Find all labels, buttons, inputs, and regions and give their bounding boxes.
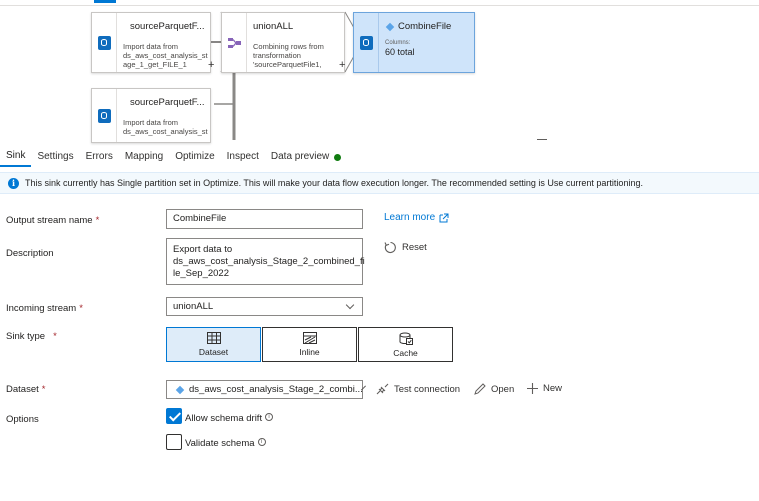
union-desc-line: Combining rows from [253, 42, 324, 51]
description-line: ds_aws_cost_analysis_Stage_2_combined_fi [173, 256, 365, 267]
dataset-icon [97, 108, 111, 123]
chevron-down-icon [345, 300, 355, 309]
panel-resize-handle[interactable] [537, 139, 547, 140]
tab-settings-label: Settings [37, 151, 74, 162]
node-sink-combinefile[interactable]: CombineFile Columns: 60 total [353, 12, 475, 73]
tab-mapping[interactable]: Mapping [119, 147, 169, 167]
sink-type-cache[interactable]: Cache [358, 327, 453, 362]
validate-schema-checkbox[interactable] [166, 434, 182, 450]
union-side [222, 13, 247, 72]
open-label: Open [491, 383, 515, 395]
description-line: le_Sep_2022 [173, 268, 229, 279]
dataset-value: ds_aws_cost_analysis_Stage_2_combi... [189, 384, 363, 395]
source-2-desc-line: Import data from [123, 118, 179, 127]
cache-icon [399, 332, 413, 345]
description-line: Export data to [173, 244, 233, 255]
table-icon [206, 332, 221, 344]
sink-columns-value: 60 total [385, 47, 415, 57]
dataset-icon [97, 35, 111, 50]
source-2-side [92, 89, 117, 142]
sink-type-dataset-label: Dataset [198, 347, 229, 357]
union-desc-line: 'sourceParquetFile1, [253, 60, 322, 69]
tab-settings[interactable]: Settings [31, 147, 79, 167]
source-2-desc-line: ds_aws_cost_analysis_st [123, 127, 208, 136]
canvas-top-divider [0, 0, 759, 6]
info-icon: i [8, 177, 19, 189]
sink-title: CombineFile [398, 21, 452, 32]
canvas-scroll-indicator [94, 0, 116, 3]
new-label: New [543, 383, 563, 394]
sink-type-inline-label: Inline [299, 347, 320, 357]
reset-button[interactable]: Reset [384, 241, 427, 254]
node-union-all[interactable]: unionALL Combining rows from transformat… [221, 12, 345, 73]
tab-errors-label: Errors [85, 151, 113, 162]
test-connection-button[interactable]: Test connection [376, 383, 460, 395]
source-1-side [92, 13, 117, 72]
add-transformation-plus[interactable]: + [208, 59, 215, 71]
learn-more-link[interactable]: Learn more [384, 212, 449, 223]
sink-side [354, 13, 379, 72]
info-message: This sink currently has Single partition… [25, 178, 643, 188]
sink-type-dataset[interactable]: Dataset [166, 327, 261, 362]
info-message-bar: i This sink currently has Single partiti… [0, 172, 759, 194]
description-textarea[interactable]: Export data to ds_aws_cost_analysis_Stag… [166, 238, 365, 285]
node-source-2[interactable]: sourceParquetF... Import data from ds_aw… [91, 88, 211, 143]
allow-schema-drift-checkbox[interactable] [166, 408, 182, 424]
status-dot [334, 153, 342, 161]
test-connection-label: Test connection [394, 383, 461, 395]
tab-data-preview[interactable]: Data preview [265, 147, 347, 167]
source-2-title: sourceParquetF... [130, 97, 205, 108]
dataset-label: Dataset* [6, 384, 46, 395]
tab-data-preview-label: Data preview [270, 151, 330, 162]
union-desc-line: transformation [253, 51, 301, 60]
incoming-stream-select[interactable]: unionALL [166, 297, 363, 316]
tab-inspect[interactable]: Inspect [221, 147, 265, 167]
dataflow-canvas[interactable]: sourceParquetF... Import data from ds_aw… [0, 0, 759, 143]
description-label: Description [6, 248, 54, 259]
reset-label: Reset [402, 242, 427, 253]
dataset-select[interactable]: ds_aws_cost_analysis_Stage_2_combi... [166, 380, 366, 399]
tab-bar: Sink Settings Errors Mapping Optimize In… [0, 147, 759, 169]
tab-mapping-label: Mapping [124, 151, 164, 162]
reset-icon [384, 241, 396, 254]
tab-sink[interactable]: Sink [0, 147, 32, 167]
pencil-icon [474, 383, 486, 395]
union-title: unionALL [253, 21, 294, 32]
source-1-desc-line: ds_aws_cost_analysis_st [123, 51, 208, 60]
source-1-desc-line: age_1_get_FILE_1 [123, 60, 187, 69]
tab-sink-label: Sink [6, 150, 26, 161]
options-label: Options [6, 414, 39, 425]
sink-type-label: Sink type* [6, 331, 57, 342]
add-transformation-plus[interactable]: + [339, 59, 346, 71]
open-button[interactable]: Open [474, 383, 514, 395]
inline-icon [302, 332, 317, 344]
output-stream-label: Output stream name* [6, 215, 100, 226]
dataset-icon [359, 35, 373, 50]
node-source-1[interactable]: sourceParquetF... Import data from ds_aw… [91, 12, 211, 73]
help-info-icon[interactable]: i [257, 438, 266, 446]
external-link-icon [439, 213, 449, 222]
tab-optimize-label: Optimize [175, 151, 215, 162]
diamond-icon [122, 100, 128, 105]
diamond-icon [175, 385, 185, 394]
tab-optimize[interactable]: Optimize [169, 147, 220, 167]
sink-type-inline[interactable]: Inline [262, 327, 357, 362]
incoming-stream-label: Incoming stream* [6, 303, 83, 314]
tab-inspect-label: Inspect [226, 151, 259, 162]
tab-errors[interactable]: Errors [80, 147, 119, 167]
sink-type-cache-label: Cache [393, 347, 418, 358]
output-stream-input[interactable]: CombineFile [166, 209, 363, 229]
help-info-icon[interactable]: i [265, 413, 274, 421]
sink-columns-label: Columns: [385, 40, 411, 46]
source-1-desc-line: Import data from [123, 42, 179, 51]
union-icon [227, 37, 241, 48]
plug-icon [376, 383, 389, 395]
source-1-title: sourceParquetF... [130, 21, 205, 32]
diamond-icon [385, 22, 395, 31]
new-button[interactable]: New [527, 383, 562, 394]
plus-icon [527, 383, 538, 394]
